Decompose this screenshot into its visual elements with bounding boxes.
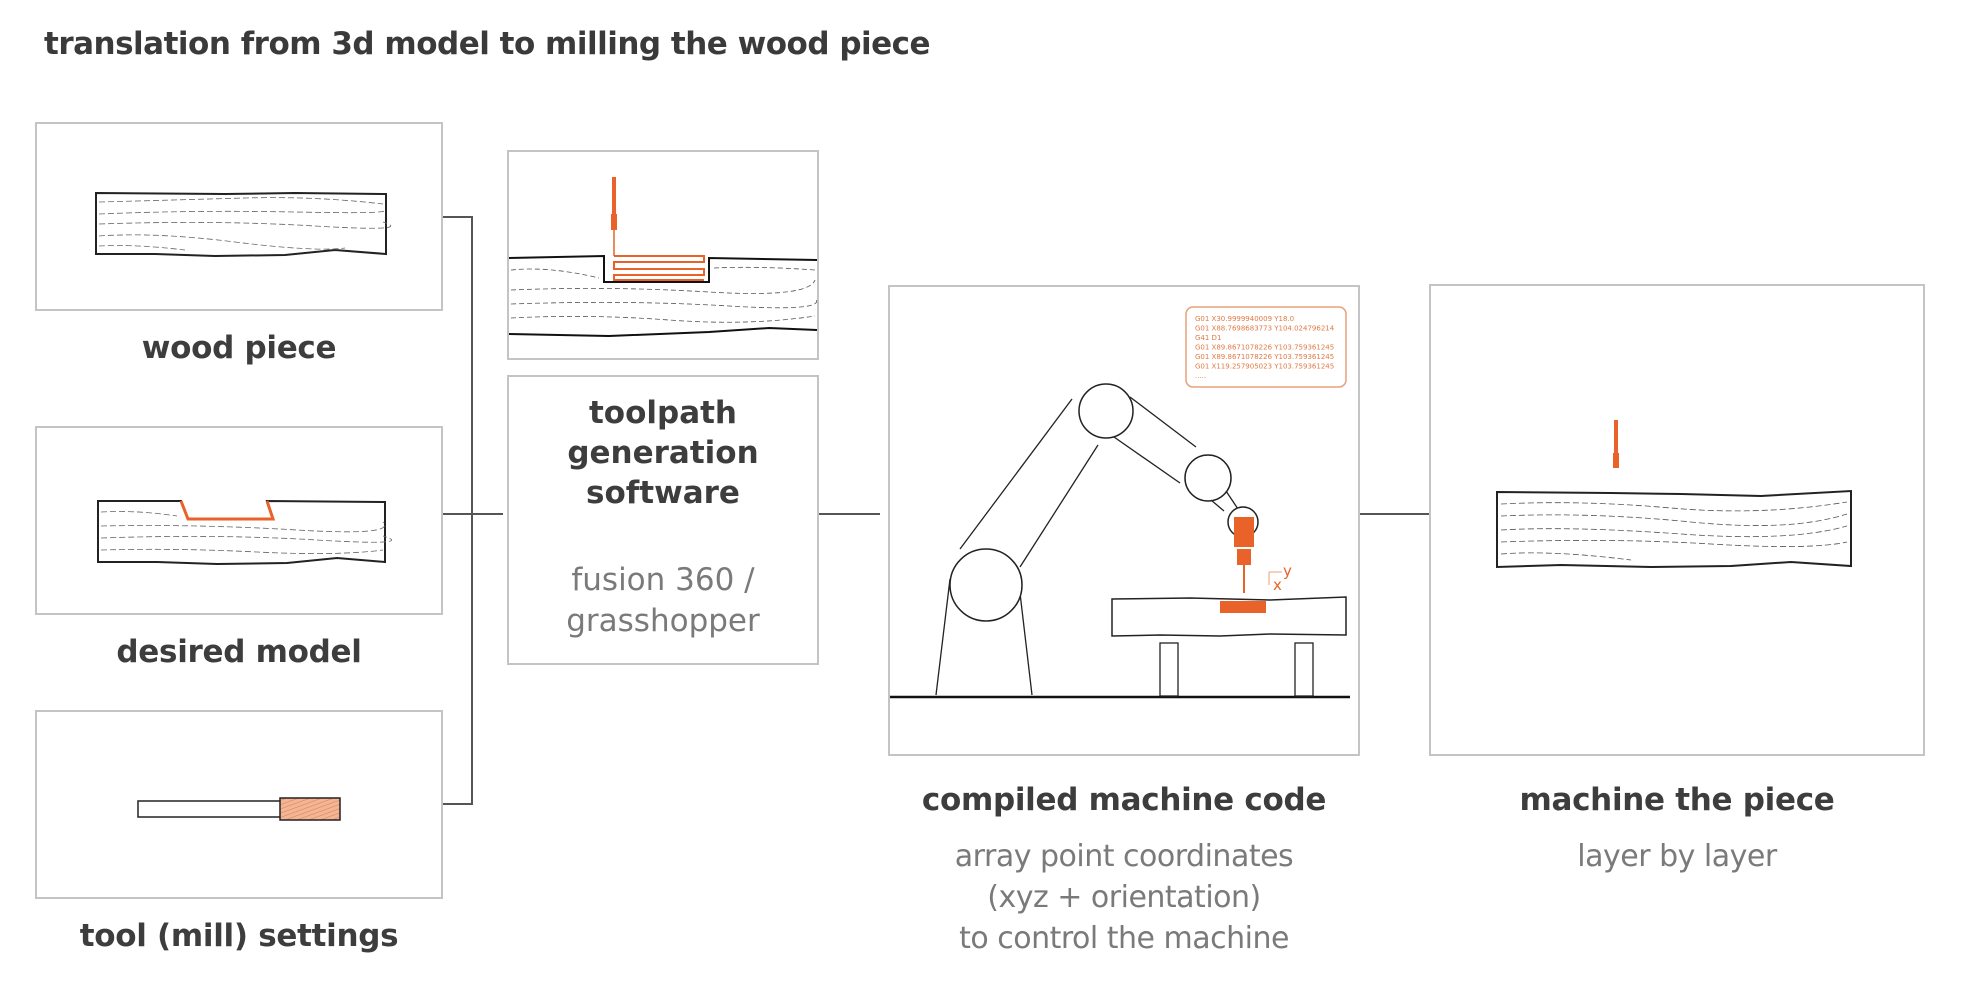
compiled-machine-code-label: compiled machine code <box>921 782 1327 818</box>
gcode-line: G41 D1 <box>1195 334 1221 342</box>
toolpath-title-line: software <box>586 475 740 511</box>
software-name-line: fusion 360 / <box>571 562 755 598</box>
wood-piece-label: wood piece <box>141 330 337 366</box>
connector-line <box>819 513 880 515</box>
mill-bit-icon <box>1614 420 1618 456</box>
robot-joint-icon <box>1078 383 1134 439</box>
gcode-line: G01 X89.8671078226 Y103.759361245 <box>1195 344 1334 352</box>
tool-settings-panel <box>35 710 443 899</box>
toolpath-title-line: toolpath <box>588 395 738 431</box>
description-line: (xyz + orientation) <box>987 880 1261 915</box>
axis-indicator-icon <box>1268 571 1282 585</box>
toolpath-title: toolpath generation software <box>509 393 817 513</box>
axis-y-label: y <box>1283 562 1292 580</box>
toolpath-illustration-panel <box>507 150 819 360</box>
axis-x-label: x <box>1273 576 1282 594</box>
tool-settings-label: tool (mill) settings <box>79 918 399 954</box>
desired-model-panel <box>35 426 443 615</box>
desired-model-label: desired model <box>116 634 362 670</box>
gcode-line: ..... <box>1195 372 1206 380</box>
connector-line <box>443 216 472 218</box>
spindle-icon <box>612 177 616 217</box>
description-line: array point coordinates <box>954 839 1294 874</box>
machine-the-piece-description: layer by layer <box>1429 836 1925 877</box>
toolpath-illustration <box>508 177 818 338</box>
connector-line <box>1360 513 1430 515</box>
description-line: layer by layer <box>1577 839 1777 874</box>
wood-piece-panel <box>35 122 443 311</box>
connector-line <box>443 513 503 515</box>
spindle-icon <box>1234 517 1254 547</box>
workpiece <box>1111 596 1347 637</box>
toolpath-software-names: fusion 360 / grasshopper <box>509 560 817 642</box>
gcode-box <box>1185 306 1347 388</box>
gcode-line: G01 X89.8671078226 Y103.759361245 <box>1195 353 1334 361</box>
wood-plank-icon <box>95 191 392 258</box>
gcode-line: G01 X88.7698683773 Y104.024796214 <box>1195 325 1335 333</box>
wood-plank-with-pocket-icon <box>97 499 392 566</box>
machine-the-piece-label: machine the piece <box>1519 782 1835 818</box>
compiled-machine-code-description: array point coordinates (xyz + orientati… <box>860 836 1388 959</box>
toolpath-zigzag <box>613 255 705 281</box>
robot-joint-icon <box>949 548 1023 622</box>
machining-illustration <box>1496 420 1852 569</box>
connector-line <box>471 216 473 805</box>
gcode-line: G01 X30.9999940009 Y18.0 <box>1195 315 1294 323</box>
toolpath-title-line: generation <box>567 435 759 471</box>
robot-joint-icon <box>1184 454 1232 502</box>
diagram-title: translation from 3d model to milling the… <box>44 26 931 62</box>
software-name-line: grasshopper <box>566 603 760 639</box>
end-mill-icon <box>137 797 341 821</box>
toolpath-software-panel: toolpath generation software fusion 360 … <box>507 375 819 665</box>
description-line: to control the machine <box>959 921 1289 956</box>
gcode-line: G01 X119.257905023 Y103.759361245 <box>1195 363 1334 371</box>
wood-plank-icon <box>1496 489 1852 569</box>
connector-line <box>443 803 472 805</box>
machining-panel <box>1429 284 1925 756</box>
